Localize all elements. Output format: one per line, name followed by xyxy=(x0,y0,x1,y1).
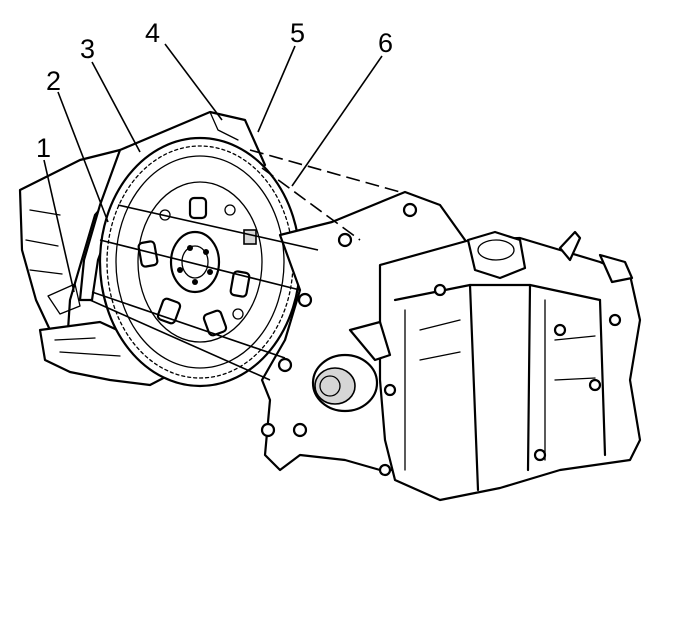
flexplate xyxy=(98,136,302,388)
callout-2: 2 xyxy=(46,66,61,96)
callout-leaders xyxy=(43,43,383,293)
callout-6: 6 xyxy=(378,28,393,58)
callout-3: 3 xyxy=(80,34,95,64)
alignment-lines xyxy=(89,149,401,381)
callout-1: 1 xyxy=(36,133,51,163)
callout-labels: 1 2 3 4 5 6 xyxy=(36,18,393,163)
transaxle-assembly xyxy=(260,190,642,502)
callout-5: 5 xyxy=(290,18,305,48)
callout-4: 4 xyxy=(145,18,160,48)
